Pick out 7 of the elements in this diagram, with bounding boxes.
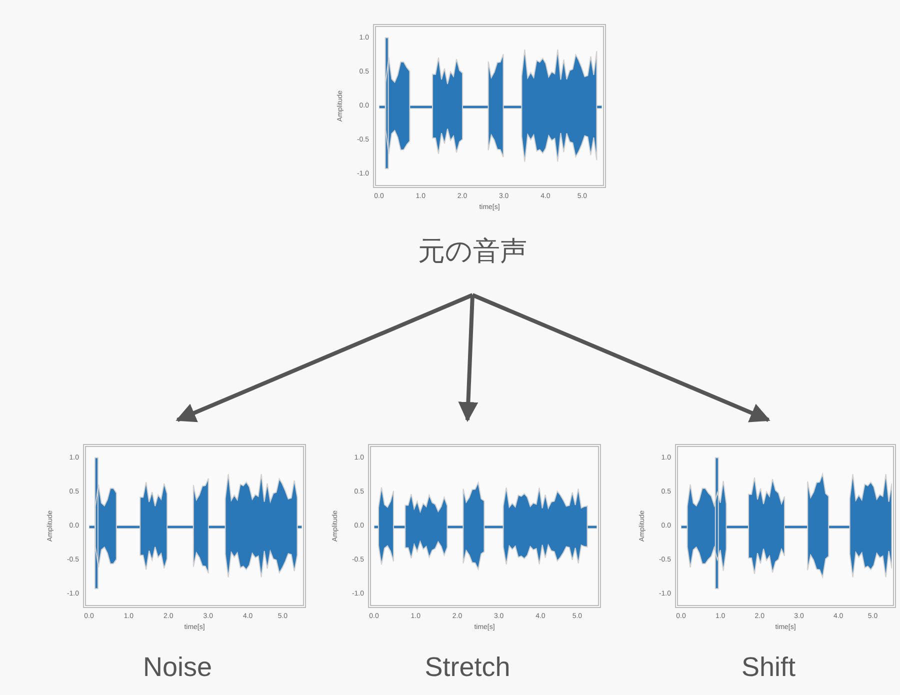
- arrow: [176, 293, 474, 422]
- node-label: Stretch: [424, 651, 510, 684]
- node-label: Noise: [142, 651, 212, 684]
- arrow: [472, 293, 770, 422]
- arrow: [458, 294, 478, 422]
- node-label: Shift: [741, 651, 796, 684]
- node-label: 元の音声: [418, 235, 527, 268]
